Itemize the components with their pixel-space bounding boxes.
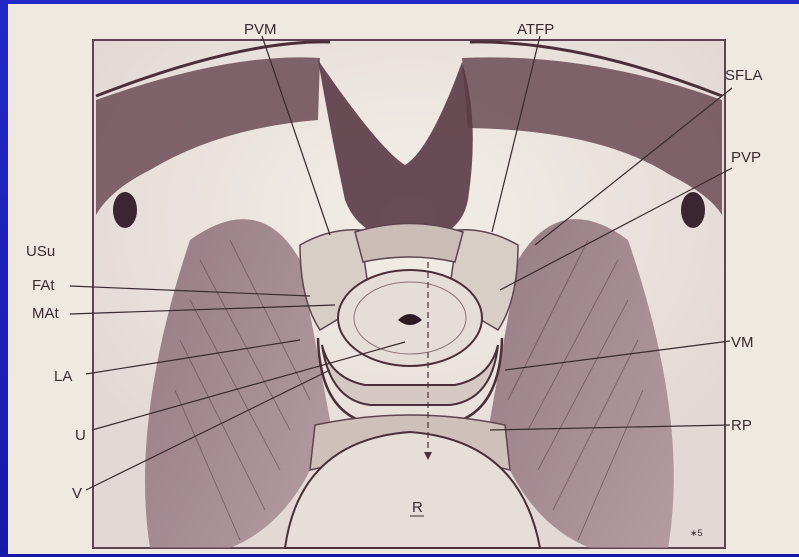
label-la: LA (54, 368, 72, 385)
label-sfla: SFLA (725, 67, 763, 84)
label-pvp: PVP (731, 149, 761, 166)
label-pvm: PVM (244, 21, 277, 38)
label-fat: FAt (32, 277, 55, 294)
left-foramen (113, 192, 137, 228)
label-usu: USu (26, 243, 55, 260)
label-atfp: ATFP (517, 21, 554, 38)
label-u: U (75, 427, 86, 444)
label-v: V (72, 485, 82, 502)
corner-mark: ∗5 (690, 528, 703, 538)
label-r: R (412, 499, 423, 516)
right-foramen (681, 192, 705, 228)
label-mat: MAt (32, 305, 60, 322)
label-rp: RP (731, 417, 752, 434)
pubovesical-band (355, 224, 463, 263)
label-vm: VM (731, 334, 754, 351)
